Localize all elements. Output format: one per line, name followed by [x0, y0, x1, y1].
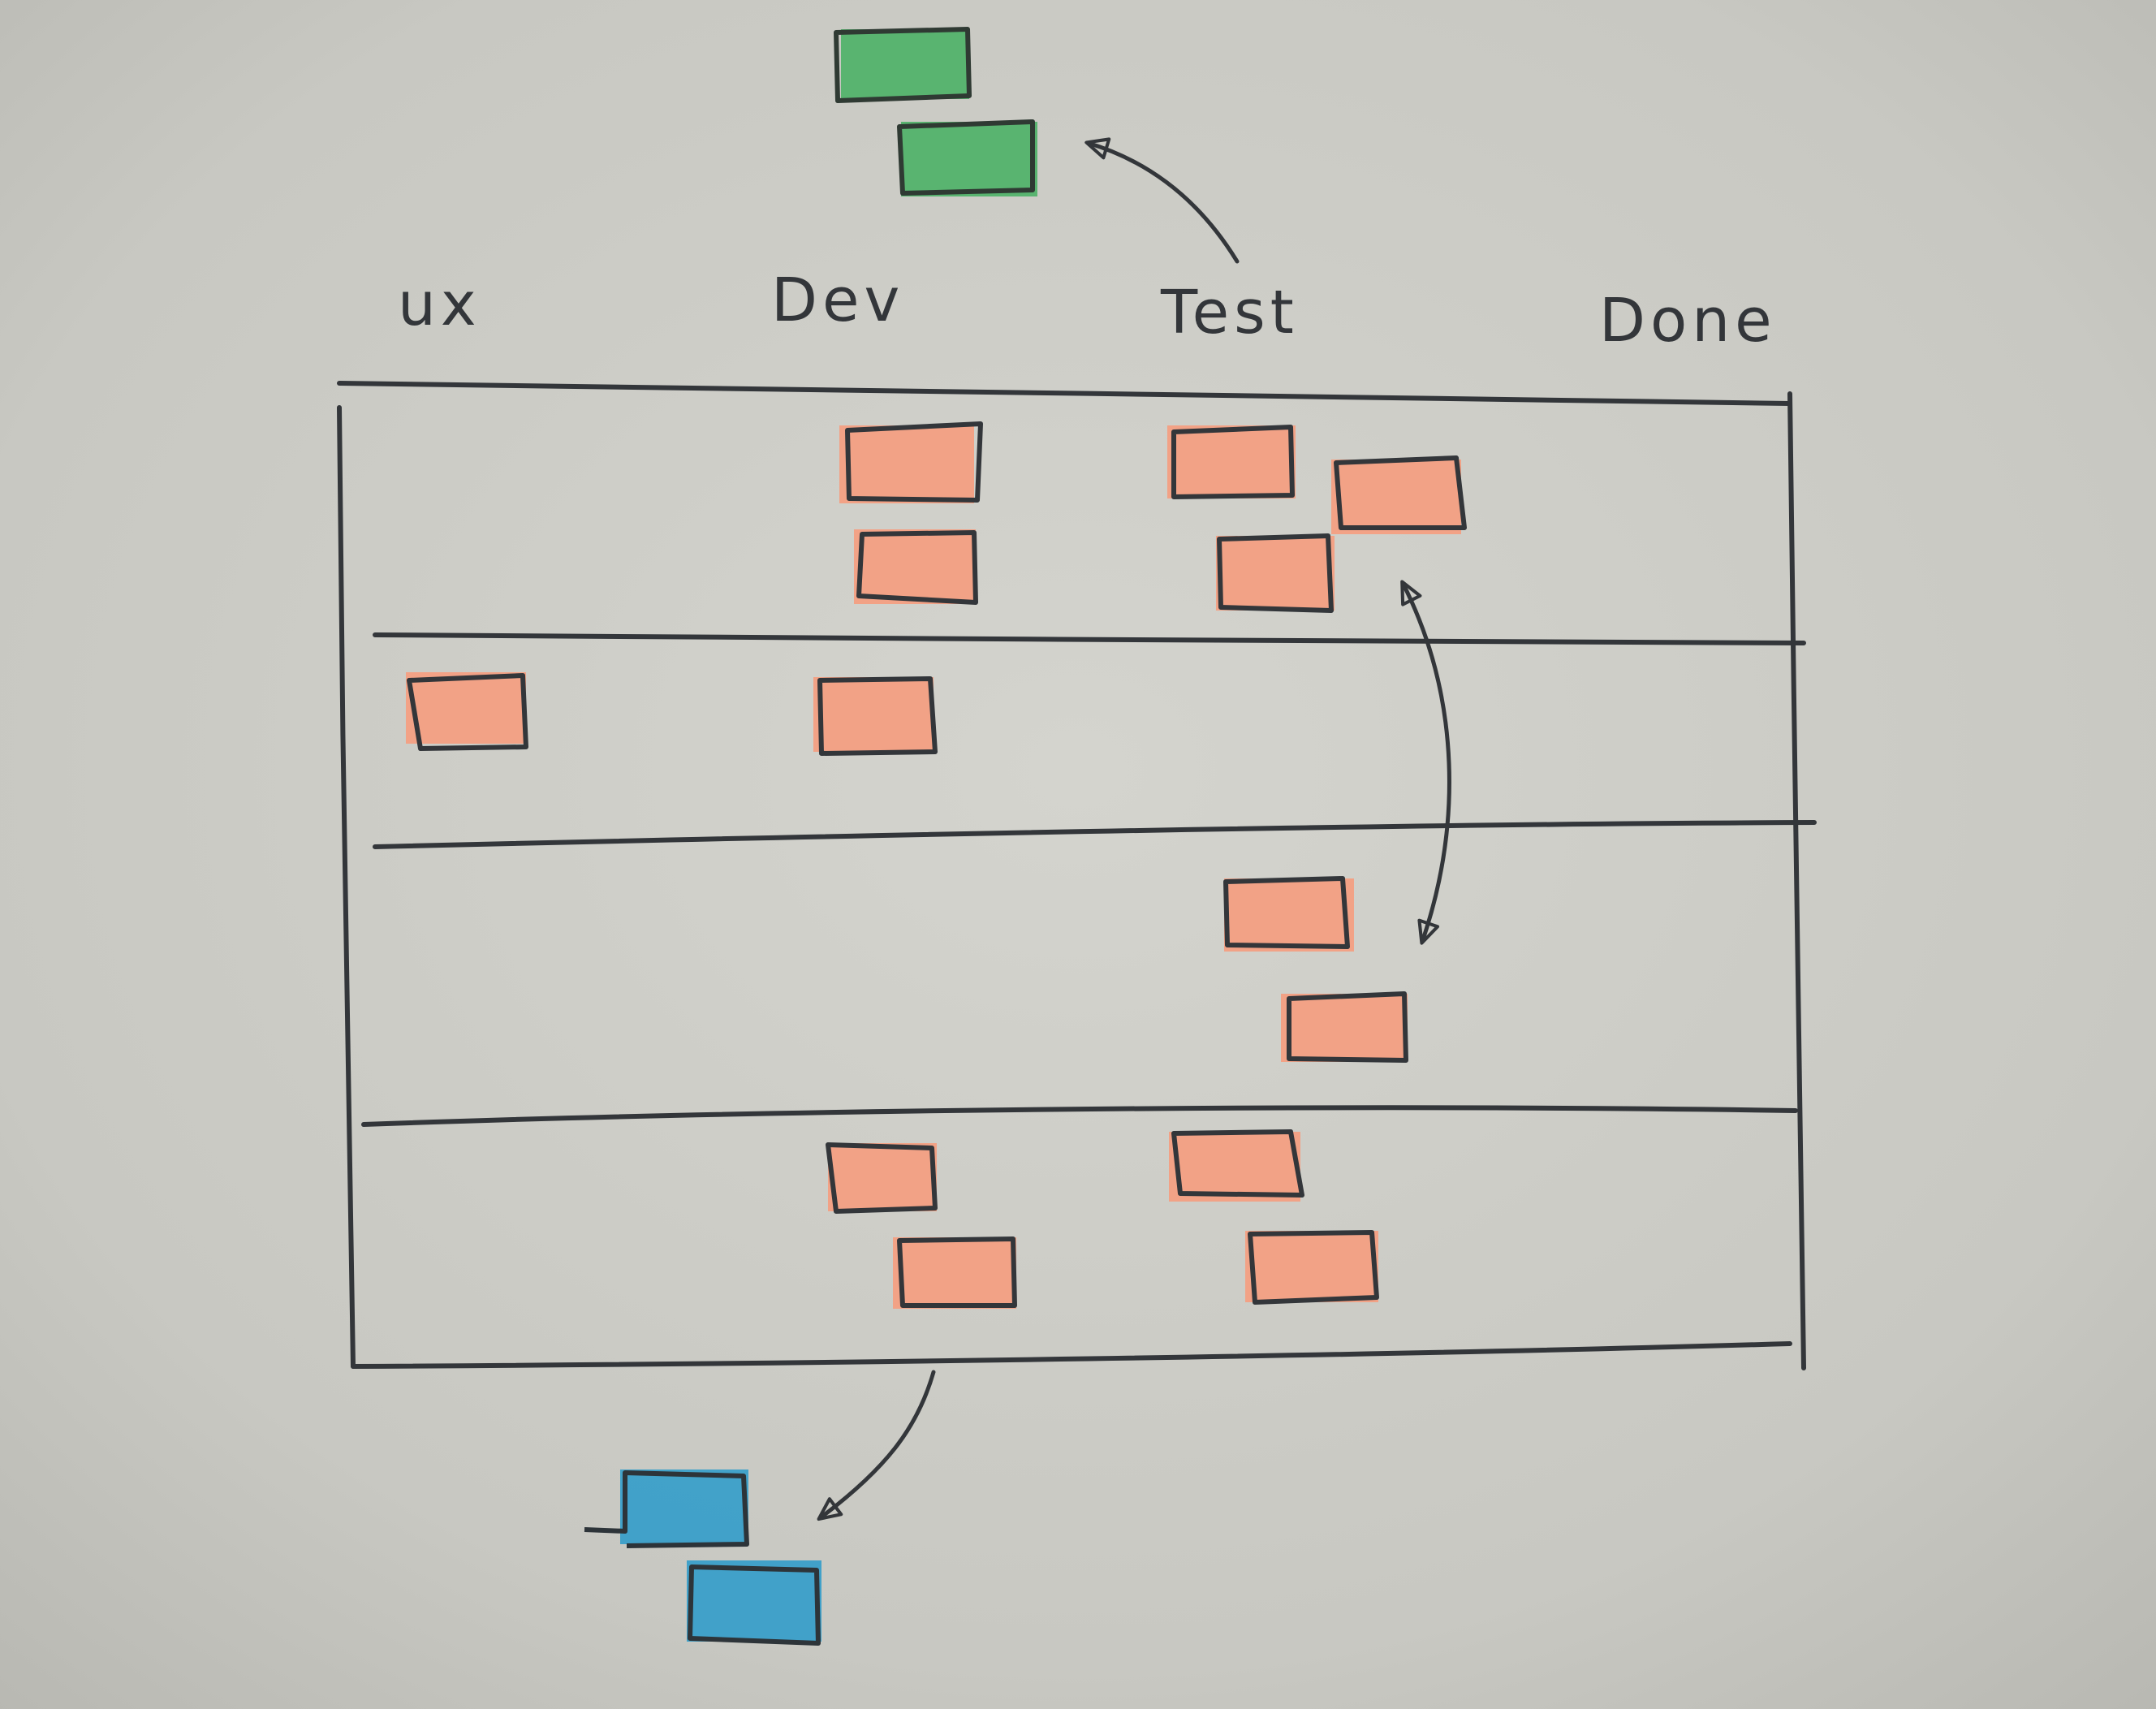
card	[839, 421, 983, 503]
card	[1169, 1129, 1304, 1202]
board-top-line	[337, 381, 1792, 406]
green-card	[834, 27, 972, 103]
column-header-test: Test	[1160, 278, 1299, 347]
arrow-to-outgoing-icon	[817, 1370, 936, 1521]
board-cards	[406, 421, 1467, 1309]
swimlane-divider-1	[373, 632, 1806, 645]
card	[1223, 876, 1354, 952]
column-headers: ux Dev Test Done	[398, 265, 1777, 356]
board-bottom-line	[351, 1341, 1792, 1369]
outgoing-cards	[584, 1469, 821, 1646]
board-right-line	[1787, 391, 1806, 1370]
card	[854, 529, 978, 605]
card	[406, 672, 528, 751]
card	[1245, 1230, 1379, 1305]
column-header-dev: Dev	[771, 265, 904, 335]
column-header-done: Done	[1599, 286, 1777, 356]
blue-card	[584, 1469, 749, 1548]
arrow-to-incoming-icon	[1084, 137, 1240, 264]
card	[1167, 425, 1296, 499]
green-card	[897, 119, 1037, 196]
card	[1216, 533, 1335, 613]
column-header-ux: ux	[398, 270, 481, 339]
incoming-cards	[834, 27, 1037, 196]
flow-arrows	[817, 137, 1451, 1521]
board-frame	[337, 381, 1817, 1370]
card	[826, 1142, 938, 1214]
double-arrow-between-swimlanes-icon	[1400, 580, 1451, 945]
swimlane-divider-2	[373, 820, 1817, 849]
card	[893, 1236, 1017, 1309]
card	[1281, 991, 1408, 1063]
card	[813, 676, 938, 756]
swimlane-divider-3	[361, 1105, 1798, 1127]
blue-card	[687, 1560, 821, 1646]
card	[1331, 455, 1467, 534]
board-left-line	[337, 405, 356, 1369]
